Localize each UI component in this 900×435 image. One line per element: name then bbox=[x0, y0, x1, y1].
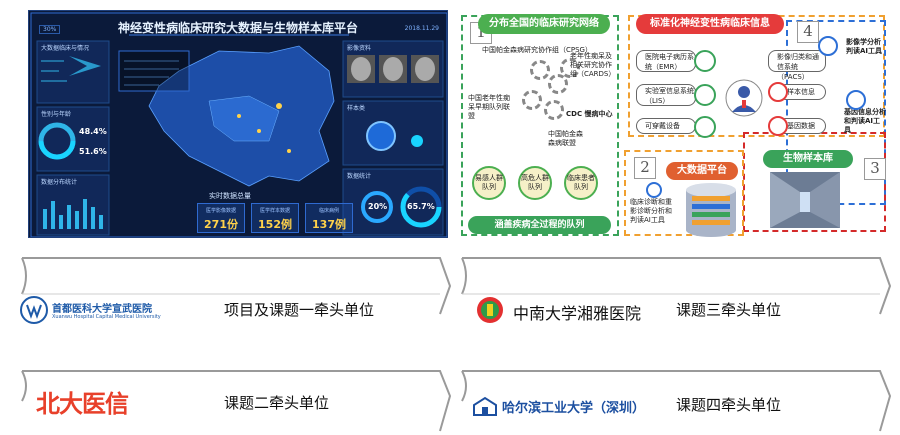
org-xuanwu-en: Xuanwu Hospital Capital Medical Universi… bbox=[52, 314, 161, 320]
stat-value: 137例 bbox=[312, 218, 346, 231]
stats-title: 实时数据总量 bbox=[209, 192, 251, 200]
bigdata-ai-tool: 临床诊断和重影诊断分析和判读AI工具 bbox=[630, 198, 672, 224]
dna-icon bbox=[768, 116, 788, 136]
bigdata-box bbox=[624, 150, 744, 236]
info-lis: 实验室信息系统（LIS） bbox=[636, 84, 696, 106]
watch-icon bbox=[694, 116, 716, 138]
gauge-value-a: 20% bbox=[368, 202, 388, 211]
panel-title-clinical: 大数据临床与情况 bbox=[41, 45, 90, 52]
stat-cases: 临床病例 137例 bbox=[305, 203, 353, 233]
org-xiangya: 中南大学湘雅医院 bbox=[513, 304, 642, 323]
stat-samples: 医学样本数据 152例 bbox=[251, 203, 299, 233]
panel-title-stats: 数据统计 bbox=[347, 173, 372, 180]
dashboard-title: 神经变性病临床研究大数据与生物样本库平台 bbox=[117, 21, 358, 35]
stat-value: 271份 bbox=[204, 218, 238, 231]
percent-tag: 30% bbox=[39, 25, 61, 34]
database-icon bbox=[686, 183, 736, 237]
thumbs-up-icon bbox=[818, 36, 838, 56]
thumbs-up-icon bbox=[646, 182, 662, 198]
gear-icon bbox=[548, 74, 568, 94]
biosample-label: 生物样本库 bbox=[763, 150, 853, 168]
stat-label: 医学影像数据 bbox=[205, 208, 236, 214]
info-pacs: 影像归类和通信系统（PACS） bbox=[768, 50, 826, 81]
cohort-susceptible: 易感人群队列 bbox=[472, 166, 506, 200]
panel-title-distribution: 数据分布统计 bbox=[41, 179, 78, 186]
role-unit-4: 课题四牵头单位 bbox=[676, 396, 782, 414]
panel-title-gender: 性别与年龄 bbox=[41, 111, 72, 118]
cohort-high-risk: 高危人群队列 bbox=[518, 166, 552, 200]
dashboard-graphics bbox=[30, 12, 447, 237]
network-group-pd-alliance: 中国帕金森森病联盟 bbox=[548, 130, 583, 147]
gene-ai-tool: 基因信息分析和判读AI工具 bbox=[844, 108, 886, 134]
network-group-cdc: CDC 慢病中心 bbox=[566, 110, 613, 118]
doctor-icon bbox=[725, 79, 763, 117]
role-unit-2: 课题二牵头单位 bbox=[224, 394, 330, 412]
bigdata-label: 大数据平台 bbox=[666, 162, 738, 180]
org-xuanwu: 首都医科大学宣武医院 bbox=[52, 304, 152, 315]
info-wearable: 可穿戴设备 bbox=[636, 118, 696, 134]
cohort-clinical: 临床患者队列 bbox=[564, 166, 598, 200]
network-group-cards: 老年性痴呆及相关研究协作组（CARDS） bbox=[570, 52, 616, 78]
globe-icon bbox=[694, 50, 716, 72]
biobank-photo bbox=[770, 172, 840, 228]
dashboard-date: 2018.11.29 bbox=[404, 25, 439, 32]
xiangya-logo-icon bbox=[477, 297, 503, 323]
stat-value: 152例 bbox=[258, 218, 292, 231]
network-group-cpsg: 中国帕金森病研究协作组（CPSG） bbox=[482, 46, 592, 54]
mail-icon bbox=[768, 82, 788, 102]
tag-2: 2 bbox=[634, 157, 656, 179]
stat-label: 医学样本数据 bbox=[259, 208, 290, 214]
hit-logo-icon bbox=[473, 396, 497, 416]
gear-icon bbox=[560, 58, 580, 78]
imaging-ai-tool: 影像学分析判读AI工具 bbox=[846, 38, 883, 55]
tag-3: 3 bbox=[864, 158, 886, 180]
network-group-ad-cohort: 中国老年性痴呆早期队列联盟 bbox=[468, 94, 510, 120]
role-unit-1: 项目及课题一牵头单位 bbox=[224, 301, 375, 319]
xuanwu-logo-icon bbox=[20, 296, 48, 324]
info-emr: 医院电子病历系统（EMR） bbox=[636, 50, 696, 72]
role-unit-3: 课题三牵头单位 bbox=[676, 301, 782, 319]
stat-imaging: 医学影像数据 271份 bbox=[197, 203, 245, 233]
thumbs-up-icon bbox=[846, 90, 866, 110]
lab-icon bbox=[694, 84, 716, 106]
process-arrows bbox=[21, 257, 892, 432]
panel-title-samples: 样本类 bbox=[347, 105, 366, 112]
donut-value-b: 51.6% bbox=[79, 147, 107, 156]
gear-icon bbox=[544, 100, 564, 120]
donut-value-a: 48.4% bbox=[79, 127, 107, 136]
gear-icon bbox=[522, 90, 542, 110]
stat-label: 临床病例 bbox=[318, 208, 339, 214]
network-heading: 分布全国的临床研究网络 bbox=[478, 14, 610, 34]
clinical-info-heading: 标准化神经变性病临床信息 bbox=[636, 14, 784, 34]
dashboard-screenshot: 30% 神经变性病临床研究大数据与生物样本库平台 2018.11.29 大数据临… bbox=[28, 10, 448, 238]
tag-4: 4 bbox=[797, 21, 819, 43]
org-hit: 哈尔滨工业大学（深圳） bbox=[502, 401, 646, 416]
gauge-value-b: 65.7% bbox=[407, 202, 435, 211]
gear-icon bbox=[530, 60, 550, 80]
org-pku-logo: 北大医信 bbox=[36, 390, 129, 418]
panel-title-imaging: 影像资料 bbox=[347, 45, 372, 52]
cohort-bar: 涵盖疾病全过程的队列 bbox=[468, 216, 611, 234]
